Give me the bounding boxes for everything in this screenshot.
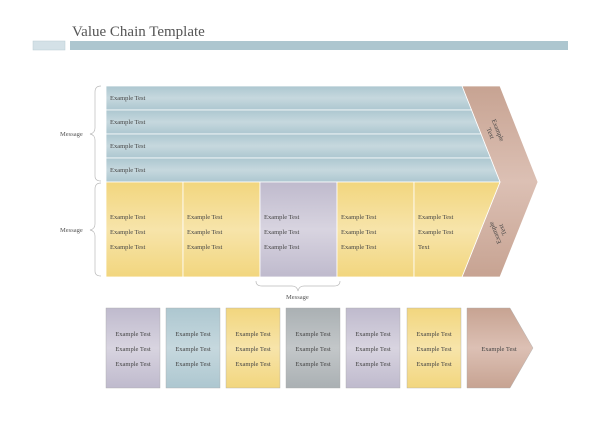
column-text: Example Test (110, 229, 146, 236)
legend-text: Example Test (416, 346, 452, 353)
legend-text: Example Test (235, 331, 271, 338)
legend-box-2 (165, 307, 221, 389)
column-text: Example Test (187, 214, 223, 221)
legend-text: Example Test (355, 361, 391, 368)
column-text: Text (418, 244, 430, 251)
legend-text: Example Test (175, 331, 211, 338)
column-text: Example Test (264, 229, 300, 236)
legend-box-6 (406, 307, 462, 389)
legend-arrow-text: Example Test (481, 346, 517, 353)
column-text: Example Test (341, 229, 377, 236)
row-text: Example Test (110, 119, 146, 126)
message-label-middle: Message (60, 227, 83, 234)
column-text: Example Test (341, 214, 377, 221)
column-text: Example Test (264, 244, 300, 251)
legend-boxes: Example Test Example Test Example Test E… (105, 307, 534, 389)
legend-text: Example Test (295, 346, 331, 353)
legend-text: Example Test (115, 361, 151, 368)
legend-text: Example Test (355, 331, 391, 338)
message-label-bottom: Message (286, 294, 309, 301)
column-text: Example Test (110, 244, 146, 251)
row-3 (105, 133, 492, 159)
column-text: Example Test (187, 229, 223, 236)
row-text: Example Test (110, 167, 146, 174)
brace-top (89, 85, 102, 182)
primary-rows: Example Test Example Test Example Test E… (105, 85, 501, 183)
header-bar (70, 41, 568, 50)
column-text: Example Test (341, 244, 377, 251)
column-4 (336, 181, 415, 278)
row-2 (105, 109, 482, 135)
legend-text: Example Test (235, 361, 271, 368)
page-title: Value Chain Template (72, 24, 205, 40)
legend-box-3 (225, 307, 281, 389)
row-1 (105, 85, 473, 111)
column-text: Example Test (110, 214, 146, 221)
brace-middle (89, 182, 102, 277)
column-text: Example Test (187, 244, 223, 251)
legend-text: Example Test (416, 331, 452, 338)
message-label-top: Message (60, 131, 83, 138)
row-text: Example Test (110, 95, 146, 102)
legend-text: Example Test (175, 361, 211, 368)
support-columns: Example Test Example Test Example Test E… (105, 181, 501, 278)
row-text: Example Test (110, 143, 146, 150)
legend-text: Example Test (115, 331, 151, 338)
legend-box-4 (285, 307, 341, 389)
legend-box-5 (345, 307, 401, 389)
legend-text: Example Test (175, 346, 211, 353)
legend-text: Example Test (295, 331, 331, 338)
legend-text: Example Test (295, 361, 331, 368)
column-text: Example Test (264, 214, 300, 221)
row-4 (105, 157, 501, 183)
legend-text: Example Test (115, 346, 151, 353)
header-bar-small (32, 40, 66, 51)
column-text: Example Test (418, 214, 454, 221)
brace-bottom (255, 280, 341, 292)
legend-text: Example Test (355, 346, 391, 353)
legend-text: Example Test (416, 361, 452, 368)
column-1 (105, 181, 184, 278)
legend-arrow (466, 307, 534, 389)
column-3 (259, 181, 338, 278)
column-text: Example Test (418, 229, 454, 236)
legend-text: Example Test (235, 346, 271, 353)
column-5 (413, 181, 501, 278)
legend-box-1 (105, 307, 161, 389)
